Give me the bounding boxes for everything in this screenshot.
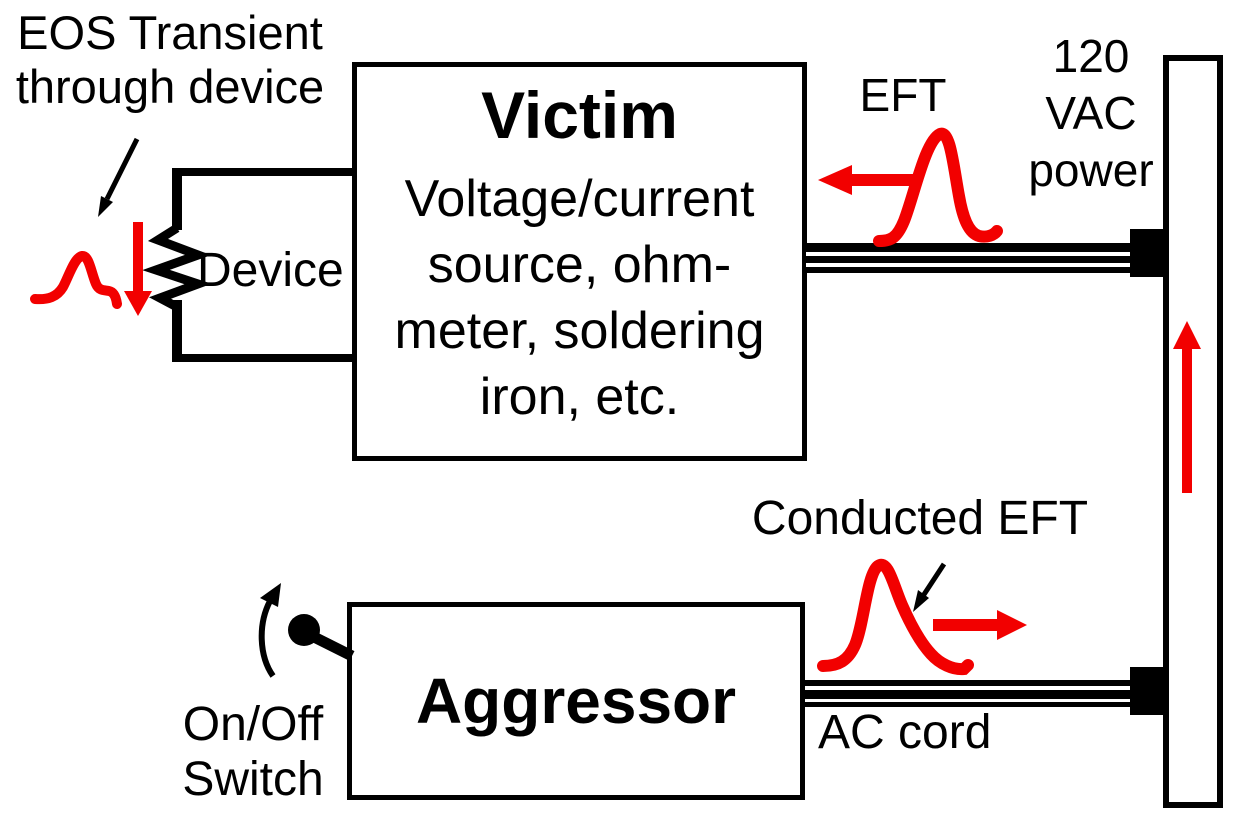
resistor-symbol-icon: [142, 224, 212, 311]
conducted-eft-callout-arrow-line: [920, 562, 947, 598]
eos-transient-label: EOS Transient through device: [0, 6, 340, 114]
device-label: Device: [197, 244, 344, 297]
eft-pulse-waveform-icon: [873, 127, 1003, 247]
device-loop-left-wire-upper: [172, 168, 182, 230]
switch-toggle-arc-arrow-line: [258, 599, 276, 678]
victim-description-line2: source, ohm-: [427, 236, 732, 294]
switch-pivot-icon: [288, 614, 320, 646]
victim-box: [352, 62, 807, 461]
power-label-line3: power: [1028, 144, 1154, 196]
on-off-switch-label-line1: On/Off: [182, 698, 324, 751]
aggressor-ac-cord: [805, 680, 1132, 707]
power-label-line1: 120: [1052, 30, 1130, 82]
aggressor-plug-connector: [1130, 667, 1167, 715]
victim-power-cord: [806, 243, 1132, 273]
victim-description-line3: meter, soldering: [394, 302, 765, 360]
victim-description-line1: Voltage/current: [404, 170, 755, 228]
switch-toggle-arc-arrow-icon: [260, 583, 281, 607]
power-label: 120 VAC power: [1020, 28, 1162, 199]
device-loop-bottom-wire: [172, 354, 355, 362]
aggressor-box: [347, 602, 805, 800]
eos-transient-label-line2: through device: [15, 60, 325, 113]
current-down-arrow-icon: [124, 291, 152, 316]
eft-left-arrow-icon: [818, 165, 852, 195]
victim-title: Victim: [481, 78, 678, 152]
conducted-eft-pulse-waveform-icon: [817, 558, 974, 676]
eos-callout-arrow-icon: [98, 196, 113, 217]
eft-right-arrow-shaft: [933, 619, 999, 631]
power-rail: [1163, 55, 1223, 808]
device-loop-top-wire: [172, 168, 355, 176]
eft-left-arrow-shaft: [850, 174, 915, 186]
current-down-arrow-shaft: [133, 222, 143, 293]
device-loop-left-wire-lower: [172, 300, 182, 362]
victim-plug-connector: [1130, 229, 1167, 277]
eos-transient-label-line1: EOS Transient: [17, 6, 323, 59]
on-off-switch-label: On/Off Switch: [158, 697, 348, 807]
switch-lever-icon: [307, 630, 355, 661]
victim-description-line4: iron, etc.: [479, 368, 680, 426]
eos-pulse-waveform-icon: [30, 251, 122, 309]
aggressor-title: Aggressor: [415, 665, 737, 737]
eft-right-arrow-icon: [997, 610, 1027, 640]
eos-callout-arrow-line: [104, 137, 140, 201]
eft-label: EFT: [859, 69, 947, 121]
ac-cord-label: AC cord: [818, 706, 992, 759]
conducted-eft-callout-arrow-icon: [913, 590, 929, 612]
victim-description: Voltage/current source, ohm- meter, sold…: [352, 166, 807, 430]
on-off-switch-label-line2: Switch: [182, 753, 324, 806]
power-label-line2: VAC: [1045, 87, 1137, 139]
conducted-eft-label: Conducted EFT: [751, 492, 1089, 545]
